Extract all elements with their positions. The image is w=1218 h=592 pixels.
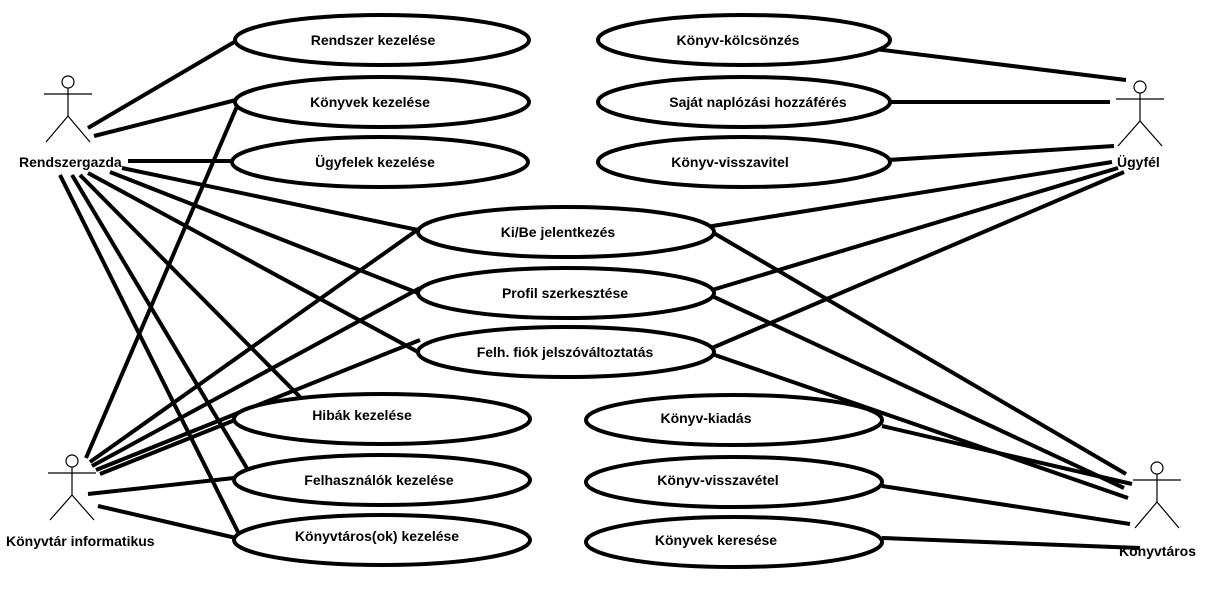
usecase-felhasznalok-kezelese: Felhasználók kezelése — [232, 453, 532, 507]
usecase-label: Hibák kezelése — [312, 407, 412, 423]
usecase-profil-szerkesztese: Profil szerkesztése — [416, 266, 716, 320]
assoc-konyvtaros-konyv-kiadas — [881, 424, 1133, 486]
assoc-ugyfel-ki-be-jelentkezes — [699, 160, 1113, 230]
assoc-rendszergazda-rendszer-kezelese — [86, 39, 238, 130]
actor-rendszergazda: Rendszergazda — [19, 75, 122, 170]
assoc-konyvtaros-konyvek-keresese — [881, 536, 1141, 550]
usecase-hibak-kezelese: Hibák kezelése — [232, 392, 532, 446]
usecase-label: Könyv-visszavétel — [657, 472, 778, 488]
usecase-label: Rendszer kezelése — [311, 32, 436, 48]
assoc-konyvtaros-jelszovaltoztatas — [711, 352, 1129, 500]
assoc-rendszergazda-konyvtarosok-kezelese — [58, 174, 240, 533]
usecase-label: Profil szerkesztése — [502, 285, 628, 301]
assoc-rendszergazda-ki-be-jelentkezes — [121, 166, 419, 232]
usecase-jelszovaltoztatas: Felh. fiók jelszóváltoztatás — [416, 325, 716, 379]
assoc-ugyfel-jelszovaltoztatas — [711, 170, 1125, 350]
usecase-label: Könyv-kölcsönzés — [677, 32, 800, 48]
usecase-label: Könyvtáros(ok) kezelése — [295, 528, 459, 544]
usecase-label: Felh. fiók jelszóváltoztatás — [477, 344, 654, 360]
actor-konyvtaros: Könyvtáros — [1119, 461, 1196, 559]
assoc-informatikus-hibak-kezelese — [99, 416, 241, 476]
actor-konyvtar-informatikus: Könyvtár informatikus — [6, 454, 155, 549]
actor-ugyfel: Ügyfél — [1116, 80, 1164, 170]
assoc-konyvtaros-profil-szerkesztese — [711, 294, 1125, 490]
stick-figure-icon — [1116, 80, 1164, 147]
assoc-rendszergazda-jelszovaltoztatas — [87, 171, 419, 354]
usecase-label: Könyvek kezelése — [310, 94, 430, 110]
usecase-konyvtarosok-kezelese: Könyvtáros(ok) kezelése — [232, 513, 532, 567]
usecase-label: Könyv-visszavitel — [671, 154, 789, 170]
usecase-rendszer-kezelese: Rendszer kezelése — [233, 13, 531, 67]
actor-label: Könyvtár informatikus — [6, 533, 155, 549]
assoc-informatikus-felhasznalok-kezelese — [87, 476, 235, 496]
assoc-informatikus-konyvtarosok-kezelese — [97, 504, 237, 540]
usecase-label: Saját naplózási hozzáférés — [669, 94, 847, 110]
usecase-konyvek-keresese: Könyvek keresése — [584, 515, 884, 569]
usecase-konyvek-kezelese: Könyvek kezelése — [233, 75, 531, 129]
usecase-sajat-naplozasi: Saját naplózási hozzáférés — [596, 75, 892, 129]
assoc-informatikus-ki-be-jelentkezes — [88, 226, 422, 464]
associations — [58, 39, 1141, 550]
assoc-konyvtaros-ki-be-jelentkezes — [710, 230, 1128, 476]
usecase-label: Könyv-kiadás — [660, 410, 751, 426]
usecase-ki-be-jelentkezes: Ki/Be jelentkezés — [416, 205, 716, 259]
usecase-konyv-kiadas: Könyv-kiadás — [584, 393, 884, 447]
actor-label: Ügyfél — [1117, 154, 1160, 170]
usecase-konyv-visszavetel: Könyv-visszavétel — [584, 455, 884, 509]
stick-figure-icon — [48, 454, 96, 521]
assoc-ugyfel-konyv-visszavitel — [887, 144, 1115, 162]
assoc-rendszergazda-hibak-kezelese — [78, 173, 308, 405]
usecase-konyv-kolcsonzes: Könyv-kölcsönzés — [596, 13, 892, 67]
usecase-label: Ügyfelek kezelése — [315, 154, 435, 170]
assoc-informatikus-profil-szerkesztese — [91, 286, 421, 468]
usecase-konyv-visszavitel: Könyv-visszavitel — [596, 135, 892, 189]
assoc-konyvtaros-konyv-visszavetel — [881, 484, 1131, 526]
stick-figure-icon — [1133, 461, 1181, 529]
assoc-rendszergazda-profil-szerkesztese — [109, 170, 419, 295]
stick-figure-icon — [44, 75, 92, 143]
assoc-informatikus-konyvek-kezelese — [84, 103, 240, 459]
actor-label: Rendszergazda — [19, 154, 122, 170]
usecase-label: Ki/Be jelentkezés — [501, 224, 616, 240]
actor-label: Könyvtáros — [1119, 543, 1196, 559]
assoc-rendszergazda-konyvek-kezelese — [93, 98, 237, 138]
usecase-ugyfelek-kezelese: Ügyfelek kezelése — [230, 135, 530, 189]
usecase-label: Könyvek keresése — [655, 532, 777, 548]
usecase-label: Felhasználók kezelése — [304, 472, 454, 488]
